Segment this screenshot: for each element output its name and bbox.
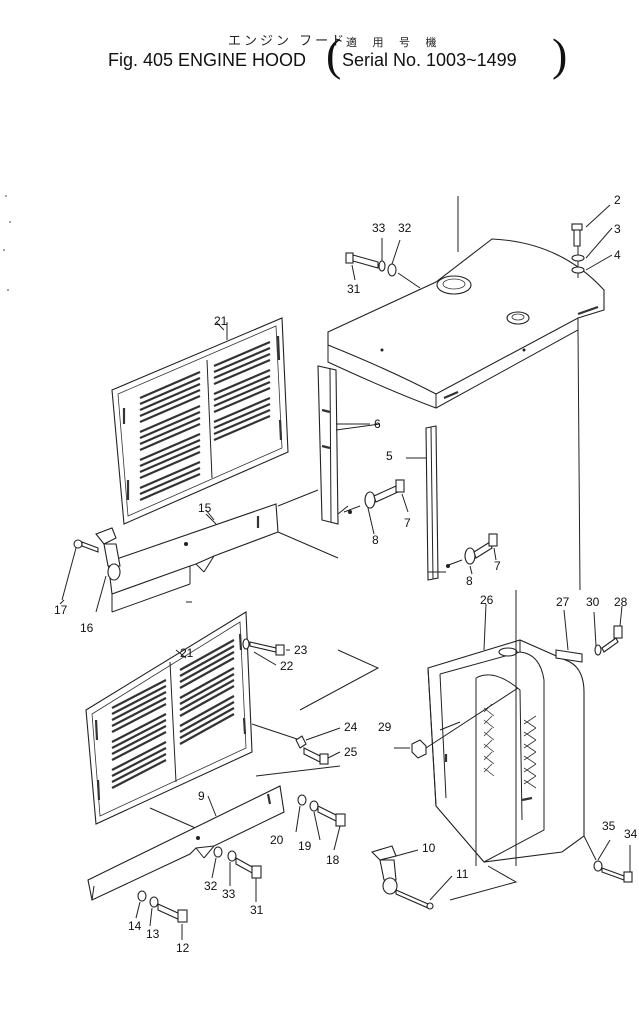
callout-28: 28 [614,595,628,609]
bolt-34 [583,835,633,883]
latch-16 [61,527,121,613]
bolt-7-upper [343,479,409,535]
callout-17: 17 [54,603,68,617]
close-paren: ) [552,29,568,80]
leader-lines [59,321,487,817]
upper-grille-slots [139,340,271,502]
callout-8-lower: 8 [466,574,473,588]
bolt-7-lower [445,533,498,575]
radiator-guard-26 [427,590,585,866]
callout-22: 22 [280,659,294,673]
callout-7-lower: 7 [494,559,501,573]
callout-33: 33 [372,221,386,235]
callout-15: 15 [198,501,212,515]
callout-23: 23 [294,643,308,657]
callout-20: 20 [270,833,284,847]
callout-11: 11 [456,867,469,881]
bolt-23 [242,638,290,666]
nut-29 [411,687,519,759]
callout-10: 10 [422,841,436,855]
callout-31-top: 31 [347,282,361,296]
bracket-27 [555,605,623,663]
callout-19: 19 [298,839,312,853]
callout-18: 18 [326,853,340,867]
callout-7-upper: 7 [404,516,411,530]
latch-10 [370,845,453,910]
callout-6: 6 [374,417,381,431]
bolt-18 [295,794,346,851]
callout-12: 12 [176,941,190,955]
lower-grille-21 [85,611,301,825]
callout-33-bottom: 33 [222,887,236,901]
bolt-31-top [345,238,421,289]
callout-25: 25 [344,745,358,759]
bolt-24-25 [295,727,341,765]
callout-21-lower: 21 [180,646,194,660]
callout-30: 30 [586,595,600,609]
bolt-31-bottom [211,846,262,902]
figure-title: Fig. 405 ENGINE HOOD [108,50,307,70]
side-post-6 [317,365,381,525]
callout-5: 5 [386,449,393,463]
callout-32: 32 [398,221,412,235]
callout-13: 13 [146,927,160,941]
side-post-5 [406,425,446,581]
callout-8-upper: 8 [372,533,379,547]
callout-32-bottom: 32 [204,879,218,893]
callout-4: 4 [614,248,621,262]
callout-3: 3 [614,222,621,236]
bracket-15 [107,489,319,613]
callout-27: 27 [556,595,570,609]
lower-grille-slots [111,639,235,789]
callout-16: 16 [80,621,94,635]
callout-21-upper: 21 [214,314,228,328]
bolt-12 [135,890,188,940]
callout-labels: 2 3 4 33 32 31 21 6 5 7 8 8 7 15 17 16 2… [54,193,638,955]
callout-34: 34 [624,827,638,841]
bracket-9 [87,785,285,901]
scan-specks [3,195,11,291]
callout-35: 35 [602,819,616,833]
open-paren: ( [326,29,342,80]
callout-14: 14 [128,919,142,933]
engine-hood-panel [327,196,605,409]
callout-2: 2 [614,193,621,207]
callout-26: 26 [480,593,494,607]
japanese-title: エンジン フード [228,34,348,49]
japanese-serial-label: 適 用 号 機 [346,36,443,49]
callout-31-bottom: 31 [250,903,264,917]
serial-range: Serial No. 1003~1499 [342,50,517,70]
callout-9: 9 [198,789,205,803]
bolt-2 [571,204,613,274]
callout-29: 29 [378,720,392,734]
upper-grille-21 [111,317,289,525]
callout-24: 24 [344,720,358,734]
